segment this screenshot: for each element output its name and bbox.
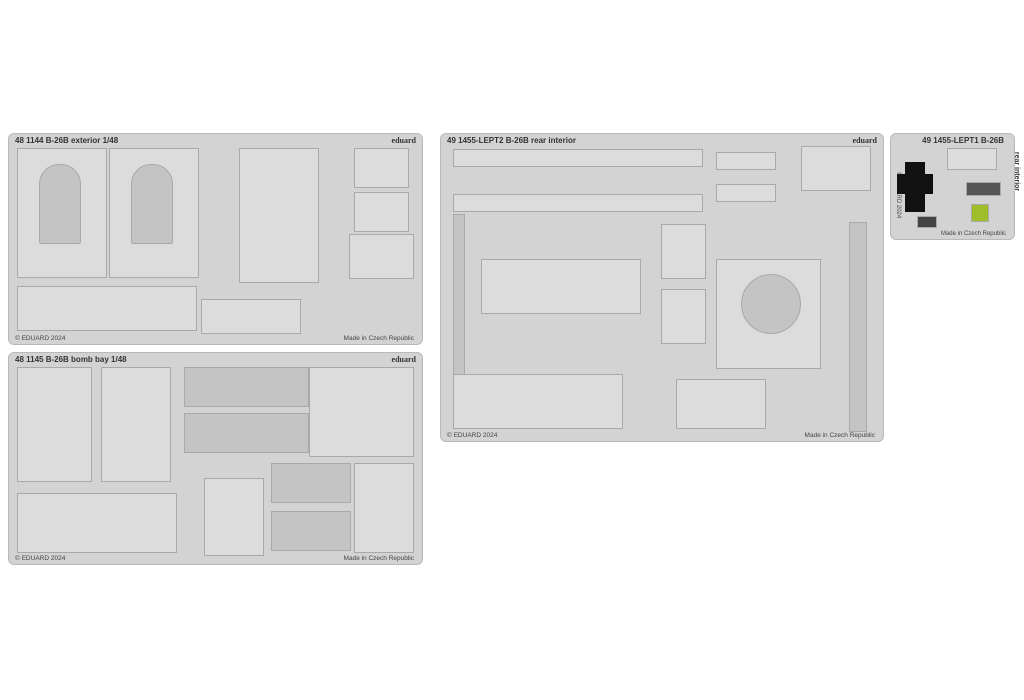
painted-cross-part: [897, 174, 933, 194]
part-rack: [17, 367, 92, 482]
part-hatch: [39, 164, 81, 244]
part-strip: [716, 184, 776, 202]
copyright: © EDUARD 2024: [447, 432, 498, 439]
fret-subtitle: rear interior: [1012, 151, 1020, 192]
part-round-door: [741, 274, 801, 334]
part-frames: [947, 148, 997, 170]
part-panel: [676, 379, 766, 429]
part-wedge: [801, 146, 871, 191]
fret-bomb-bay: 48 1145 B-26B bomb bay 1/48 eduard © EDU…: [8, 352, 423, 565]
part-strip: [201, 299, 301, 334]
brand-logo: eduard: [852, 136, 877, 145]
made-in: Made in Czech Republic: [343, 335, 414, 342]
part-beam: [184, 367, 309, 407]
fret-title: 48 1145 B-26B bomb bay 1/48: [15, 355, 127, 364]
part-instruments: [966, 182, 1001, 196]
part-window: [453, 374, 623, 429]
brand-logo: eduard: [391, 355, 416, 364]
fret-painted: 49 1455-LEPT1 B-26B rear interior © EDUA…: [890, 133, 1020, 240]
part-beam: [271, 463, 351, 503]
part-wedge: [204, 478, 264, 556]
part-panel: [239, 148, 319, 283]
brand-logo: eduard: [391, 136, 416, 145]
part-window: [661, 289, 706, 344]
part-instrument: [917, 216, 937, 228]
fret-title: 49 1455-LEPT2 B-26B rear interior: [447, 136, 576, 145]
part-row: [17, 493, 177, 553]
made-in: Made in Czech Republic: [940, 231, 1006, 237]
part-rack: [101, 367, 171, 482]
part-beam: [271, 511, 351, 551]
part-floor: [481, 259, 641, 314]
fret-exterior: 48 1144 B-26B exterior 1/48 eduard © EDU…: [8, 133, 423, 345]
painted-green-part: [971, 204, 989, 222]
copyright: © EDUARD 2024: [15, 335, 66, 342]
copyright: © EDUARD 2024: [15, 555, 66, 562]
fret-rear-interior: 49 1455-LEPT2 B-26B rear interior eduard…: [440, 133, 884, 442]
part-box: [354, 148, 409, 188]
part-box: [349, 234, 414, 279]
part-rail: [453, 194, 703, 212]
part-frame: [354, 463, 414, 553]
fret-title: 48 1144 B-26B exterior 1/48: [15, 136, 119, 145]
part-window: [661, 224, 706, 279]
part-hatch: [131, 164, 173, 244]
part-ladder: [849, 222, 867, 432]
made-in: Made in Czech Republic: [804, 432, 875, 439]
fret-title: 49 1455-LEPT1 B-26B: [922, 136, 1004, 145]
part-strip: [716, 152, 776, 170]
part-box: [354, 192, 409, 232]
part-frame: [309, 367, 414, 457]
part-strip: [17, 286, 197, 331]
part-rail: [453, 149, 703, 167]
part-beam: [184, 413, 309, 453]
made-in: Made in Czech Republic: [343, 555, 414, 562]
